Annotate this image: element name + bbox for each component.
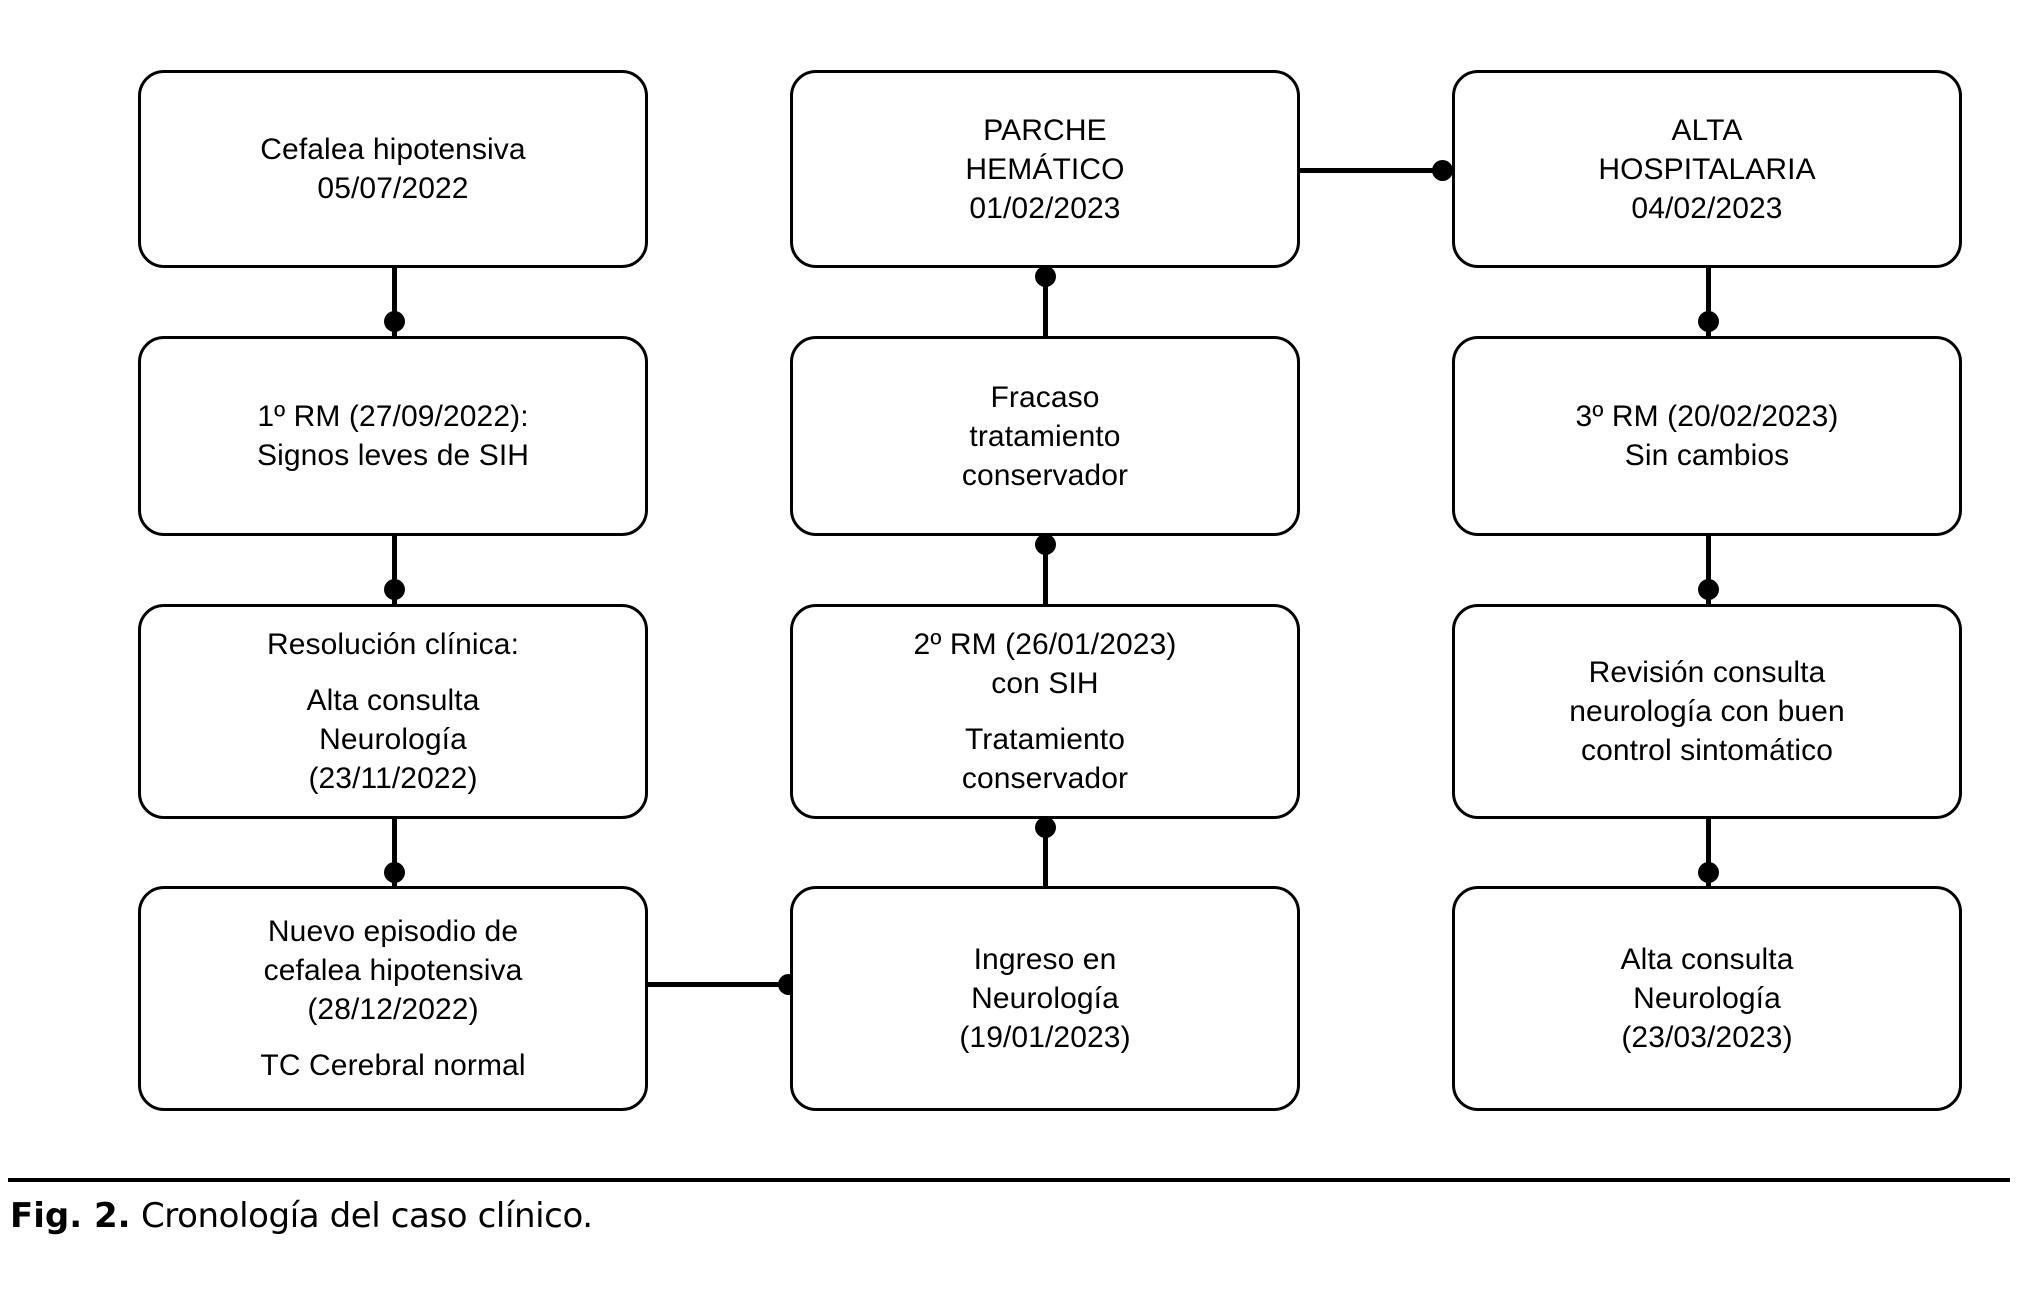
figure-caption-text: Cronología del caso clínico.: [130, 1196, 593, 1236]
connector-dot-alta-consulta: [1698, 862, 1719, 883]
connector-dot-revision: [1698, 579, 1719, 600]
node-line: Neurología: [319, 723, 467, 756]
node-2rm[interactable]: 2º RM (26/01/2023) con SIH Tratamiento c…: [790, 604, 1300, 819]
node-ingreso-neurologia[interactable]: Ingreso en Neurología (19/01/2023): [790, 886, 1300, 1111]
connector-dot-nuevo: [384, 862, 405, 883]
node-line: Tratamiento: [964, 723, 1126, 756]
connector-cefalea-to-1rm: [392, 266, 397, 337]
connector-fracaso-to-parche: [1043, 266, 1048, 337]
connector-1rm-to-resolucion: [392, 534, 397, 605]
connector-dot-resolucion: [384, 579, 405, 600]
connector-dot-2rm: [1035, 817, 1056, 838]
caption-divider: [8, 1178, 2010, 1182]
node-alta-hospitalaria[interactable]: ALTA HOSPITALARIA 04/02/2023: [1452, 70, 1962, 268]
node-line: Sin cambios: [1624, 439, 1790, 472]
node-line: Cefalea hipotensiva: [260, 133, 526, 166]
node-line: PARCHE: [983, 113, 1107, 147]
connector-dot-fracaso: [1035, 534, 1056, 555]
connector-alta-hosp-to-3rm: [1706, 266, 1711, 337]
node-line: cefalea hipotensiva: [263, 954, 523, 987]
node-line: HOSPITALARIA: [1598, 152, 1816, 186]
node-3rm[interactable]: 3º RM (20/02/2023) Sin cambios: [1452, 336, 1962, 536]
node-line: Ingreso en: [973, 943, 1117, 976]
node-cefalea-hipotensiva[interactable]: Cefalea hipotensiva 05/07/2022: [138, 70, 648, 268]
node-line: Nuevo episodio de: [267, 915, 519, 948]
node-line: control sintomático: [1580, 734, 1833, 767]
node-line: (19/01/2023): [959, 1021, 1131, 1054]
node-fracaso-tratamiento[interactable]: Fracaso tratamiento conservador: [790, 336, 1300, 536]
node-line: ALTA: [1671, 113, 1743, 147]
connector-2rm-to-fracaso: [1043, 534, 1048, 605]
connector-3rm-to-revision: [1706, 534, 1711, 605]
connector-resolucion-to-nuevo: [392, 817, 397, 888]
node-alta-consulta[interactable]: Alta consulta Neurología (23/03/2023): [1452, 886, 1962, 1111]
node-line: Neurología: [971, 982, 1119, 1015]
connector-dot-1rm: [384, 311, 405, 332]
node-nuevo-episodio[interactable]: Nuevo episodio de cefalea hipotensiva (2…: [138, 886, 648, 1111]
node-line: Neurología: [1633, 982, 1781, 1015]
node-revision-consulta[interactable]: Revisión consulta neurología con buen co…: [1452, 604, 1962, 819]
node-line: tratamiento: [969, 419, 1121, 453]
node-line: (23/11/2022): [308, 762, 478, 795]
node-line: neurología con buen: [1569, 695, 1845, 728]
node-line: 2º RM (26/01/2023): [913, 628, 1177, 661]
node-line: conservador: [961, 762, 1129, 795]
node-line: (28/12/2022): [307, 993, 479, 1026]
node-line: (23/03/2023): [1621, 1021, 1793, 1054]
node-resolucion-clinica[interactable]: Resolución clínica: Alta consulta Neurol…: [138, 604, 648, 819]
connector-nuevo-to-ingreso: [645, 982, 797, 987]
node-line: 1º RM (27/09/2022):: [257, 400, 529, 433]
node-line: Resolución clínica:: [266, 628, 520, 661]
node-line: conservador: [961, 458, 1129, 492]
flowchart-canvas: Cefalea hipotensiva 05/07/2022 1º RM (27…: [138, 70, 1962, 1111]
node-line: Alta consulta: [306, 684, 480, 717]
node-parche-hematico[interactable]: PARCHE HEMÁTICO 01/02/2023: [790, 70, 1300, 268]
node-line: Revisión consulta: [1588, 656, 1826, 689]
node-line: HEMÁTICO: [965, 152, 1125, 186]
connector-dot-parche: [1035, 266, 1056, 287]
connector-revision-to-alta-consulta: [1706, 817, 1711, 888]
figure-label: Fig. 2.: [10, 1196, 131, 1236]
node-line: Fracaso: [990, 380, 1100, 414]
node-line: con SIH: [991, 667, 1099, 700]
node-line: TC Cerebral normal: [260, 1049, 526, 1082]
node-line: Signos leves de SIH: [256, 439, 530, 472]
connector-ingreso-to-2rm: [1043, 817, 1048, 888]
node-line: 04/02/2023: [1631, 191, 1783, 225]
node-1rm[interactable]: 1º RM (27/09/2022): Signos leves de SIH: [138, 336, 648, 536]
node-line: 05/07/2022: [317, 172, 469, 205]
connector-dot-3rm: [1698, 311, 1719, 332]
connector-dot-alta-hospitalaria: [1432, 160, 1453, 181]
node-line: 01/02/2023: [969, 191, 1121, 225]
connector-parche-to-alta-hospitalaria: [1300, 168, 1452, 173]
figure-caption: Fig. 2. Cronología del caso clínico.: [10, 1196, 593, 1236]
node-line: 3º RM (20/02/2023): [1575, 400, 1839, 433]
node-line: Alta consulta: [1620, 943, 1794, 976]
